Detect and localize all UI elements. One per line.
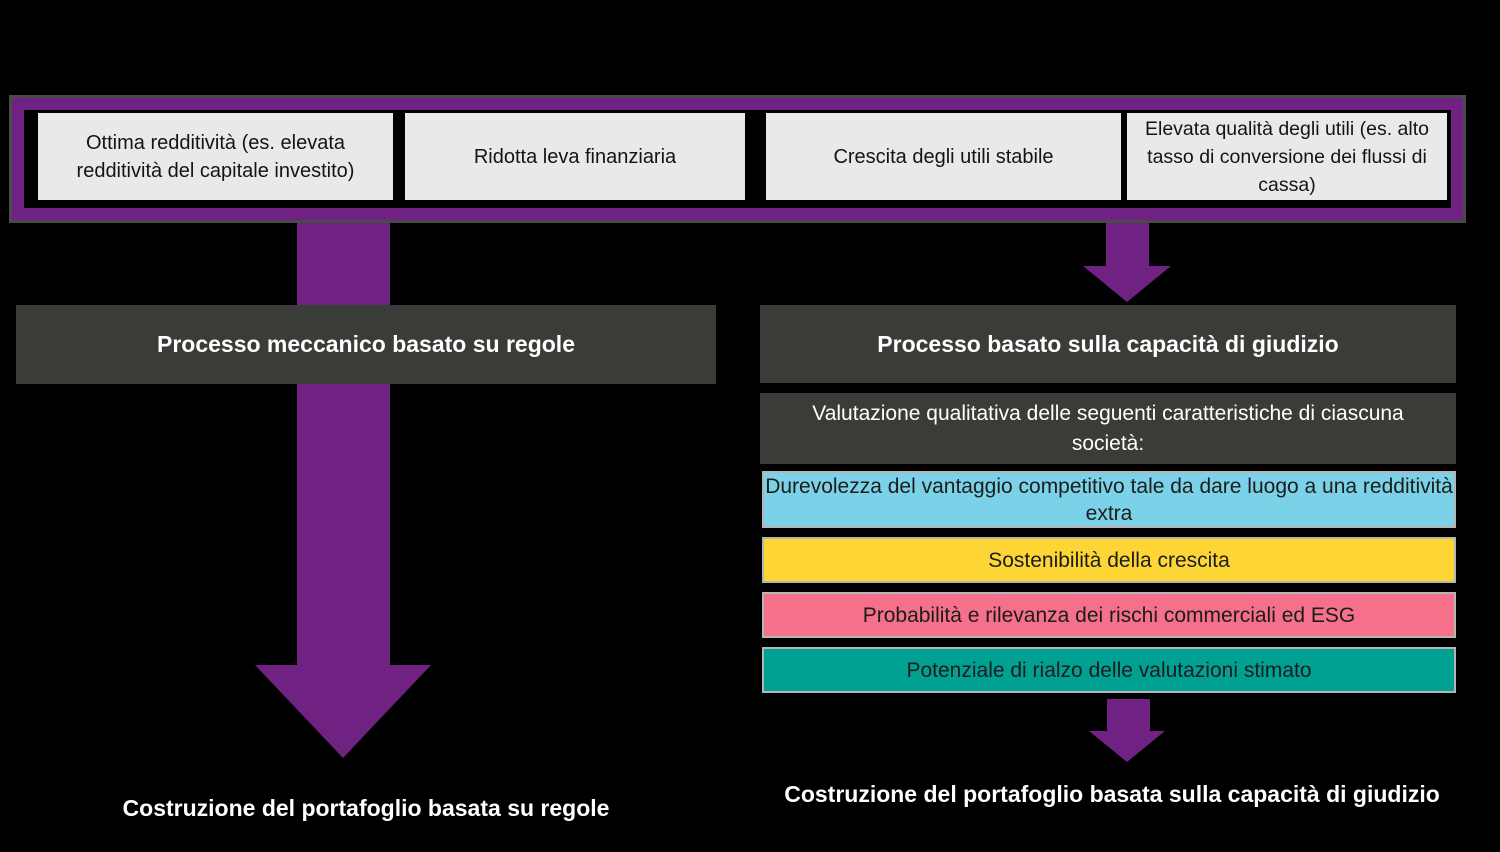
- criteria-bar-risks-esg: Probabilità e rilevanza dei rischi comme…: [762, 592, 1456, 638]
- criteria-box-profitability-label: Ottima redditività (es. elevata redditiv…: [76, 131, 355, 182]
- right-process-box: Processo basato sulla capacità di giudiz…: [760, 305, 1456, 383]
- criteria-box-leverage: Ridotta leva finanziaria: [405, 113, 745, 200]
- left-arrow-down-icon: [255, 665, 431, 758]
- right-top-arrow-shaft: [1106, 218, 1149, 267]
- left-process-label: Processo meccanico basato su regole: [156, 331, 575, 357]
- left-process-box: Processo meccanico basato su regole: [16, 305, 716, 384]
- criteria-box-earnings-growth-label: Crescita degli utili stabile: [833, 145, 1054, 168]
- qualitative-evaluation-label: Valutazione qualitativa delle seguenti c…: [812, 401, 1404, 455]
- right-process-label: Processo basato sulla capacità di giudiz…: [877, 330, 1339, 357]
- criteria-bar-competitive-advantage-label: Durevolezza del vantaggio competitivo ta…: [765, 474, 1453, 525]
- right-top-arrow-down-icon: [1083, 266, 1171, 302]
- qualitative-evaluation-box: Valutazione qualitativa delle seguenti c…: [760, 393, 1456, 464]
- right-bottom-arrow-shaft: [1107, 699, 1150, 732]
- right-bottom-arrow-down-icon: [1089, 731, 1165, 762]
- criteria-bar-growth-sustainability-label: Sostenibilità della crescita: [988, 548, 1230, 572]
- right-result-label: Costruzione del portafoglio basata sulla…: [784, 781, 1440, 807]
- left-arrow-shaft: [297, 218, 390, 666]
- criteria-bar-valuation-upside-label: Potenziale di rialzo delle valutazioni s…: [906, 658, 1312, 682]
- criteria-bar-risks-esg-label: Probabilità e rilevanza dei rischi comme…: [862, 603, 1356, 627]
- criteria-bar-valuation-upside: Potenziale di rialzo delle valutazioni s…: [762, 647, 1456, 693]
- criteria-box-profitability: Ottima redditività (es. elevata redditiv…: [38, 113, 393, 200]
- criteria-bar-competitive-advantage: Durevolezza del vantaggio competitivo ta…: [762, 471, 1456, 528]
- left-result-label: Costruzione del portafoglio basata su re…: [122, 795, 610, 821]
- criteria-box-earnings-quality: Elevata qualità degli utili (es. alto ta…: [1127, 113, 1447, 200]
- criteria-box-leverage-label: Ridotta leva finanziaria: [473, 145, 677, 168]
- criteria-box-earnings-quality-label: Elevata qualità degli utili (es. alto ta…: [1145, 117, 1429, 196]
- criteria-box-earnings-growth: Crescita degli utili stabile: [766, 113, 1121, 200]
- criteria-bar-growth-sustainability: Sostenibilità della crescita: [762, 537, 1456, 583]
